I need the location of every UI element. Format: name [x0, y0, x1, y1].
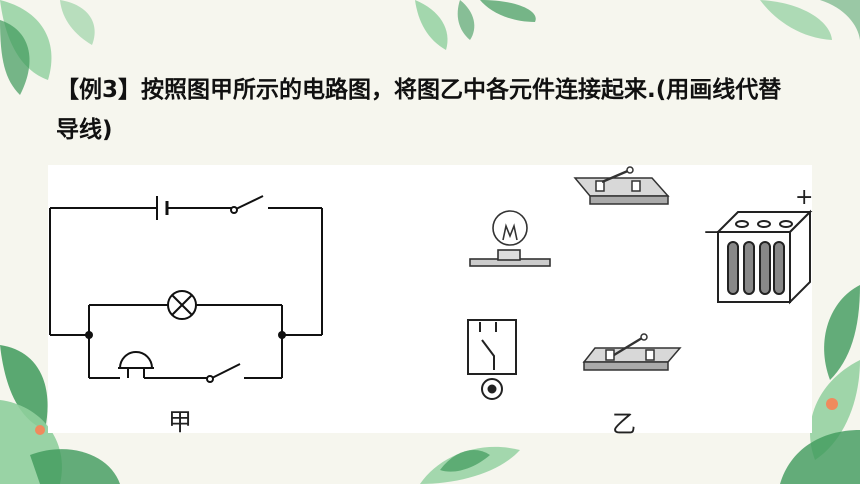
battery-pack-icon [715, 209, 813, 305]
question-body: 按照图甲所示的电路图，将图乙中各元件连接起来.(用画线代替导线) [56, 77, 782, 143]
switch-2-pivot [206, 375, 214, 383]
circuit-diagram-a [49, 195, 323, 383]
switch-1-blade [235, 195, 264, 210]
knife-switch-upper-icon [573, 166, 670, 205]
switch-1-pivot [230, 206, 238, 214]
bottom-right-leaves-icon [780, 285, 860, 484]
question-text: 【例3】按照图甲所示的电路图，将图乙中各元件连接起来.(用画线代替导线) [56, 70, 796, 150]
top-right-leaves-icon [760, 0, 860, 40]
top-center-leaves-icon [415, 0, 536, 50]
bottom-left-leaves-icon [0, 345, 120, 484]
figure-b-caption: 乙 [612, 410, 636, 438]
light-bulb-icon [469, 210, 551, 267]
electric-bell-icon [467, 319, 517, 400]
battery-minus-label: − [703, 220, 722, 245]
figure-a-caption: 甲 [168, 408, 192, 436]
junction-dots [85, 331, 286, 339]
bottom-center-leaves-icon [420, 446, 520, 484]
top-left-leaves-icon [0, 0, 95, 95]
example-tag: 【例3】 [56, 77, 142, 103]
battery-plus-label: + [795, 185, 814, 210]
knife-switch-lower-icon [582, 333, 682, 371]
bell-symbol [118, 351, 154, 369]
switch-2-blade [211, 363, 241, 379]
